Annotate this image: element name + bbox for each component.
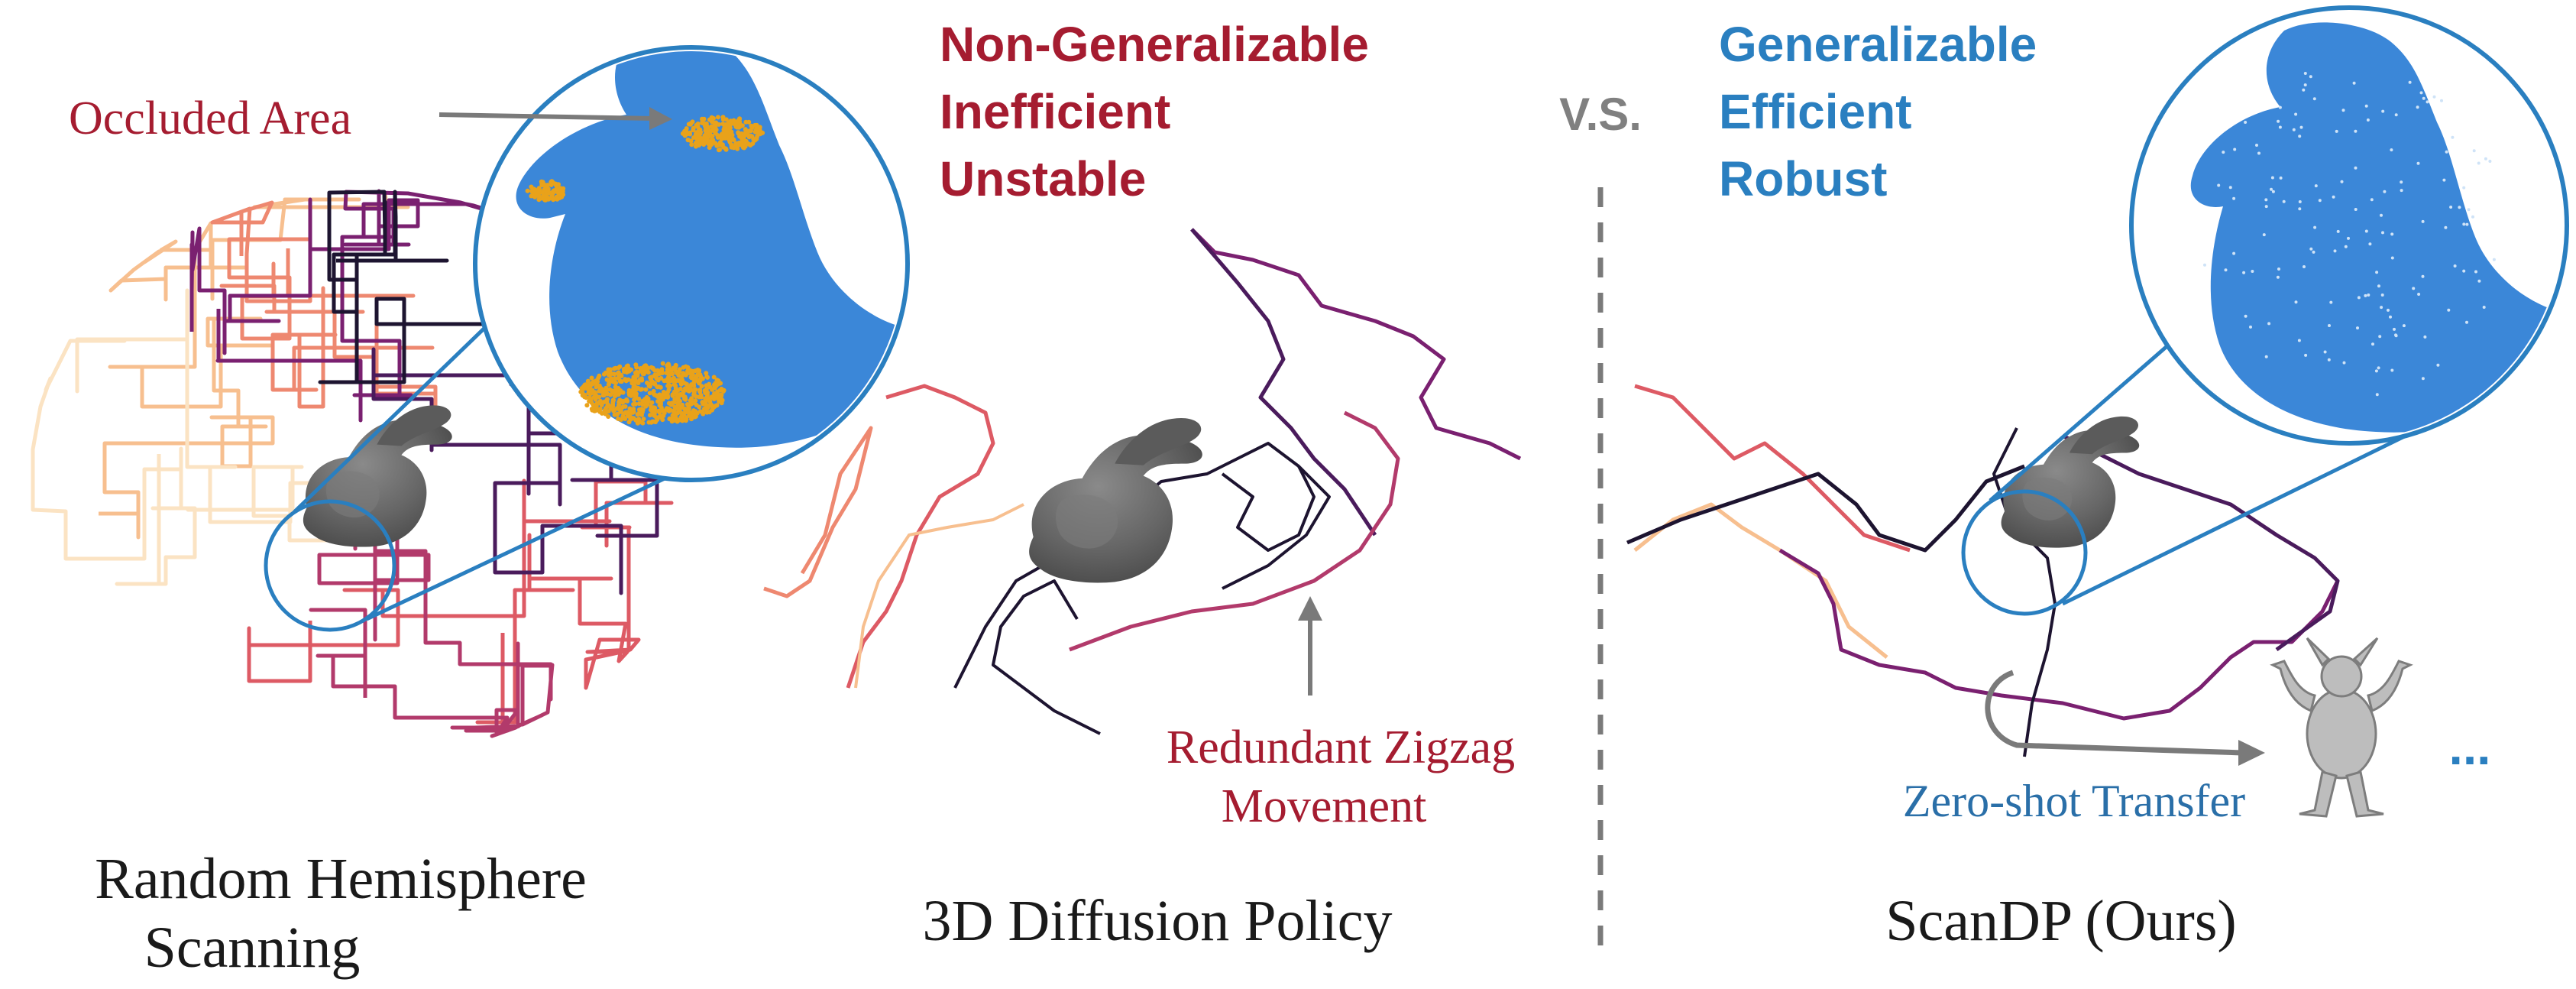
trajectory-path xyxy=(992,579,1101,735)
zigzag-label-line2: Movement xyxy=(1222,780,1427,832)
trajectory-path xyxy=(1221,465,1316,552)
occluded-area-arrow xyxy=(439,112,654,121)
left-panel: Occluded Area Random Hemisphere Scanning xyxy=(31,45,910,980)
zoom-connector-top xyxy=(1989,342,2171,502)
zigzag-label: Redundant Zigzag xyxy=(1167,721,1515,773)
trajectory-path xyxy=(854,503,1024,689)
arrow-head-icon xyxy=(2238,740,2265,766)
trajectory-path xyxy=(846,384,995,689)
zoom-circle-complete xyxy=(2129,5,2569,446)
trajectory-path xyxy=(1633,502,1888,659)
vs-label: V.S. xyxy=(1559,89,1642,140)
trajectory-path xyxy=(1190,228,1377,537)
left-panel-title-line2: Scanning xyxy=(144,916,361,980)
trait-efficient: Efficient xyxy=(1719,84,1911,139)
trait-robust: Robust xyxy=(1719,151,1887,206)
trait-unstable: Unstable xyxy=(940,151,1146,206)
zoom-connector-top xyxy=(293,293,521,514)
trait-inefficient: Inefficient xyxy=(940,84,1170,139)
trajectory-path xyxy=(99,191,410,540)
zoom-connector-bottom xyxy=(2061,422,2431,606)
more-models-ellipsis: ... xyxy=(2448,718,2490,775)
scandp-trajectories xyxy=(1626,384,2340,757)
stanford-bunny-icon xyxy=(1029,417,1202,583)
trajectory-path xyxy=(953,442,1331,689)
occluded-area-top xyxy=(680,115,765,153)
occluded-area-bottom xyxy=(578,361,727,426)
trajectory-path xyxy=(1069,410,1400,652)
trajectory-path xyxy=(1778,548,2340,721)
trajectory-path xyxy=(763,426,873,598)
trajectory-path xyxy=(31,288,348,586)
middle-panel: Non-Generalizable Inefficient Unstable R… xyxy=(763,17,1522,953)
zoom-lens-marker xyxy=(1961,489,2088,616)
diffusion-policy-trajectories xyxy=(763,228,1522,735)
trajectory-path xyxy=(1992,427,2057,757)
trait-non-generalizable: Non-Generalizable xyxy=(940,17,1369,72)
zoom-circle-occluded xyxy=(473,45,910,482)
arrow-head-icon xyxy=(1298,596,1322,621)
zoom-lens-marker xyxy=(264,499,396,632)
vs-divider: V.S. xyxy=(1559,89,1642,955)
trajectory-path xyxy=(1634,384,1911,553)
right-traits: Generalizable Efficient Robust xyxy=(1719,17,2037,206)
zero-shot-arrow xyxy=(1985,670,2243,756)
right-panel: Generalizable Efficient Robust ... Zero-… xyxy=(1626,5,2569,953)
zero-shot-label: Zero-shot Transfer xyxy=(1903,776,2245,826)
trajectory-path xyxy=(1190,228,1522,461)
middle-traits: Non-Generalizable Inefficient Unstable xyxy=(940,17,1369,206)
trajectory-path xyxy=(1626,464,2025,553)
left-panel-title: Random Hemisphere xyxy=(95,847,587,911)
occluded-area-left xyxy=(525,179,566,203)
middle-panel-title: 3D Diffusion Policy xyxy=(922,889,1392,953)
occluded-area-label: Occluded Area xyxy=(69,92,351,144)
stanford-bunny-icon xyxy=(2001,416,2140,548)
trajectory-path xyxy=(309,504,555,738)
trajectory-path xyxy=(2061,433,2340,652)
trait-generalizable: Generalizable xyxy=(1719,17,2037,72)
right-panel-title: ScanDP (Ours) xyxy=(1885,889,2236,953)
armadillo-model-icon xyxy=(2270,637,2413,818)
arrow-head-icon xyxy=(649,107,672,130)
stanford-bunny-icon xyxy=(303,405,452,547)
